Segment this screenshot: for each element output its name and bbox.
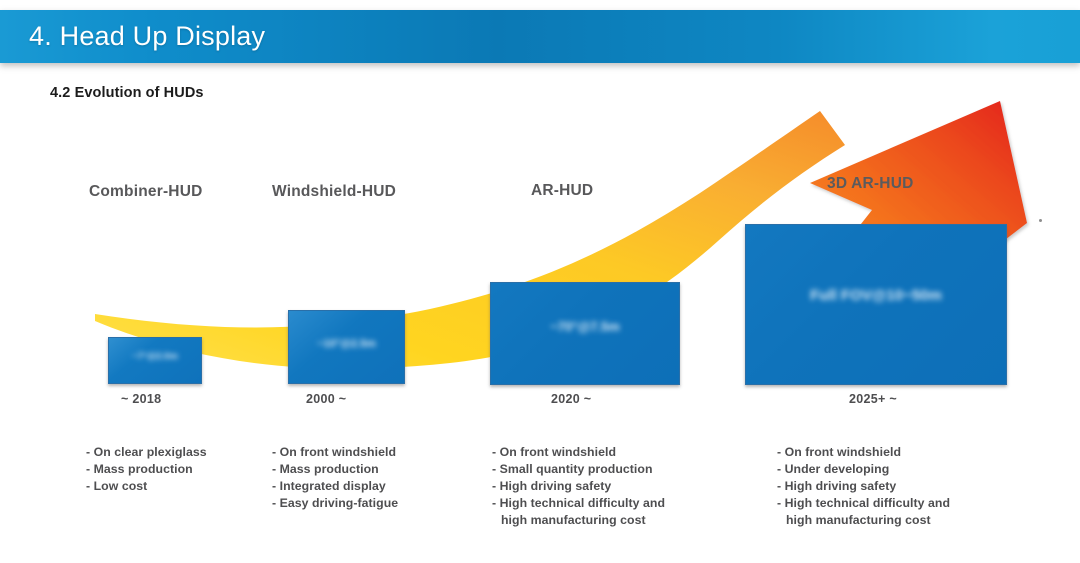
bullet-line: - Small quantity production (492, 461, 653, 476)
stage-box-spec-3d-ar-hud: Full FOV@10~50m (810, 287, 942, 304)
stage-year-combiner-hud: ~ 2018 (121, 392, 162, 406)
stage-year-ar-hud: 2020 ~ (551, 392, 592, 406)
stage-label-windshield-hud: Windshield-HUD (272, 183, 397, 200)
stage-label-3d-ar-hud: 3D AR-HUD (827, 175, 914, 192)
header-bar: 4. Head Up Display (0, 10, 1080, 63)
stage-bullets-ar-hud: - On front windshield - Small quantity pr… (492, 444, 665, 529)
stage-box-combiner-hud: ~7°@2.0m (108, 337, 202, 384)
stage-box-3d-ar-hud: Full FOV@10~50m (745, 224, 1007, 385)
bullet-line: - Integrated display (272, 478, 386, 493)
bullet-line: - Easy driving-fatigue (272, 495, 399, 510)
stage-year-3d-ar-hud: 2025+ ~ (849, 392, 897, 406)
section-subtitle: 4.2 Evolution of HUDs (50, 85, 204, 101)
stage-box-spec-combiner-hud: ~7°@2.0m (132, 351, 178, 362)
bullet-line: - High driving safety (492, 478, 612, 493)
growth-curve-band (95, 111, 845, 369)
bullet-line: - Mass production (86, 461, 193, 476)
stage-label-combiner-hud: Combiner-HUD (89, 183, 203, 200)
bullet-line: high manufacturing cost (786, 512, 931, 527)
bullet-line: high manufacturing cost (501, 512, 646, 527)
stage-box-spec-ar-hud: ~70°@7.5m (550, 319, 620, 334)
stage-box-spec-windshield-hud: ~10°@2.5m (317, 338, 376, 350)
bullet-line: - On front windshield (492, 445, 617, 459)
bullet-line: - Low cost (86, 478, 148, 493)
stage-box-windshield-hud: ~10°@2.5m (288, 310, 405, 384)
bullet-line: - On front windshield (272, 445, 397, 459)
bullet-line: - Mass production (272, 461, 379, 476)
stage-bullets-3d-ar-hud: - On front windshield - Under developing -… (777, 444, 950, 529)
stage-label-ar-hud: AR-HUD (531, 182, 594, 199)
page-title: 4. Head Up Display (29, 21, 266, 51)
bullet-line: - High technical difficulty and (492, 495, 666, 510)
stage-bullets-windshield-hud: - On front windshield - Mass production - … (272, 444, 398, 512)
bullet-line: - High driving safety (777, 478, 897, 493)
stage-year-windshield-hud: 2000 ~ (306, 392, 347, 406)
bullet-line: - High technical difficulty and (777, 495, 951, 510)
bullet-line: - On front windshield (777, 445, 902, 459)
stray-dot-mark (1039, 219, 1042, 222)
stage-bullets-combiner-hud: - On clear plexiglass - Mass production - … (86, 444, 207, 495)
bullet-line: - On clear plexiglass (86, 445, 207, 459)
bullet-line: - Under developing (777, 461, 890, 476)
stage-box-ar-hud: ~70°@7.5m (490, 282, 680, 385)
